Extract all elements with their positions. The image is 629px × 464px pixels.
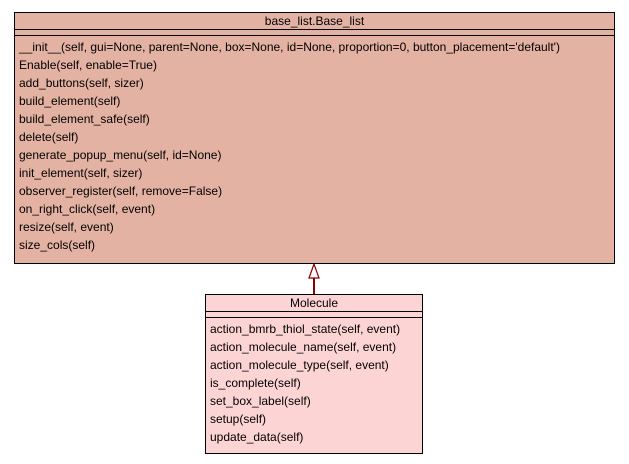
method: set_box_label(self) [210,394,311,408]
method: __init__(self, gui=None, parent=None, bo… [19,40,560,54]
method: is_complete(self) [210,376,301,390]
class-box-molecule[interactable]: Molecule action_bmrb_thiol_state(self, e… [205,294,423,454]
class-name: base_list.Base_list [15,13,614,30]
method: setup(self) [210,412,267,426]
method: build_element_safe(self) [19,112,150,126]
method: update_data(self) [210,430,304,444]
methods-compartment: action_bmrb_thiol_state(self, event) act… [206,318,422,446]
method: action_bmrb_thiol_state(self, event) [210,322,401,336]
attributes-compartment [15,30,614,36]
method: generate_popup_menu(self, id=None) [19,148,222,162]
method: delete(self) [19,130,79,144]
class-name: Molecule [206,295,422,312]
method: action_molecule_name(self, event) [210,340,397,354]
generalization-arrowhead-icon [308,262,320,279]
method: add_buttons(self, sizer) [19,76,144,90]
method: on_right_click(self, event) [19,202,156,216]
method: Enable(self, enable=True) [19,58,157,72]
method: build_element(self) [19,94,121,108]
method: resize(self, event) [19,220,114,234]
attributes-compartment [206,312,422,318]
methods-compartment: __init__(self, gui=None, parent=None, bo… [15,36,614,254]
class-box-base-list[interactable]: base_list.Base_list __init__(self, gui=N… [14,12,615,264]
method: init_element(self, sizer) [19,166,143,180]
method: action_molecule_type(self, event) [210,358,389,372]
method: size_cols(self) [19,238,96,252]
method: observer_register(self, remove=False) [19,184,223,198]
